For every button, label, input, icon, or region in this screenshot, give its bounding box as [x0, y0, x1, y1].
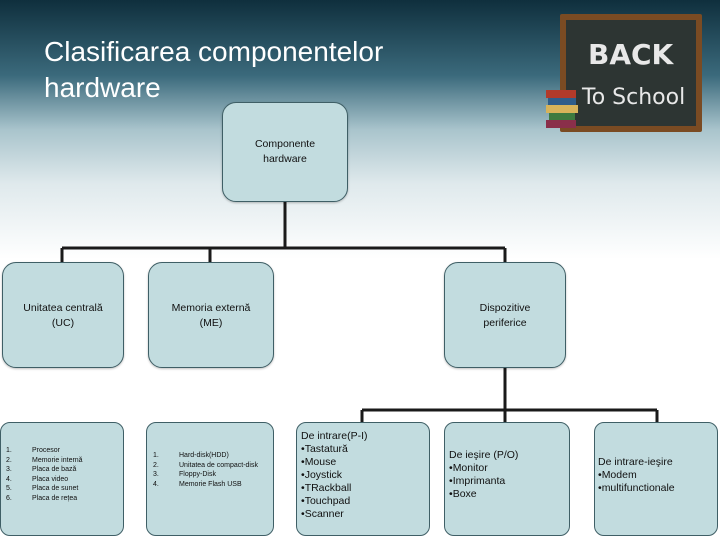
list-item: 6.Placa de rețea [6, 494, 78, 502]
root-node: Componente hardware [222, 102, 348, 202]
list-item: Imprimanta [449, 475, 506, 488]
list-item: 5.Placa de sunet [6, 485, 79, 493]
list-item: 4.Memorie Flash USB [153, 480, 242, 488]
branch-central-unit-label: Unitatea centrală (UC) [23, 302, 103, 329]
list-item: Mouse [301, 456, 351, 469]
list-item: 2.Memorie internă [6, 456, 83, 464]
back-to-school-illustration: BACK To School [546, 14, 702, 132]
external-memory-list: 1.Hard-disk(HDD) 2.Unitatea de compact-d… [153, 451, 258, 489]
list-item: 1.Procesor [6, 447, 61, 454]
chalkboard-text-back: BACK [588, 38, 675, 71]
list-item: Monitor [449, 462, 505, 475]
branch-peripherals: Dispozitive periferice [444, 262, 566, 368]
page-title: Clasificarea componentelor hardware [44, 36, 384, 103]
list-item: Scanner [301, 508, 351, 521]
list-item: 2.Unitatea de compact-disk [153, 461, 258, 469]
branch-external-memory: Memoria externă (ME) [148, 262, 274, 368]
peripheral-io-heading: De intrare-ieşire [598, 456, 673, 468]
root-label: Componente hardware [254, 138, 316, 165]
list-item: 1.Hard-disk(HDD) [153, 452, 229, 459]
branch-central-unit: Unitatea centrală (UC) [2, 262, 124, 368]
peripheral-input-heading: De intrare(P-I) [301, 430, 368, 442]
peripheral-output-heading: De ieşire (P/O) [449, 449, 519, 461]
peripheral-output-list: Monitor Imprimanta Boxe [449, 462, 506, 501]
peripheral-input-list: Tastatură Mouse Joystick TRackball Touch… [301, 443, 352, 521]
list-item: Modem [598, 469, 675, 482]
central-unit-list: 1.Procesor 2.Memorie internă 3.Placa de … [6, 446, 83, 504]
external-memory-list-box [146, 422, 274, 536]
list-item: Joystick [301, 469, 351, 482]
branch-external-memory-label: Memoria externă (ME) [171, 302, 251, 329]
list-item: Touchpad [301, 495, 351, 508]
peripheral-io-list: Modem multifunctionale [598, 469, 675, 495]
chalkboard-text-school: To School [581, 85, 685, 110]
list-item: 3.Floppy-Disk [153, 471, 216, 479]
list-item: 3.Placa de bază [6, 466, 77, 474]
branch-peripherals-label: Dispozitive periferice [479, 302, 531, 329]
list-item: multifunctionale [598, 482, 675, 495]
list-item: Tastatură [301, 443, 351, 456]
central-unit-list-box [0, 422, 124, 536]
list-item: TRackball [301, 482, 352, 495]
list-item: Boxe [449, 488, 505, 501]
list-item: 4.Placa video [6, 475, 69, 483]
